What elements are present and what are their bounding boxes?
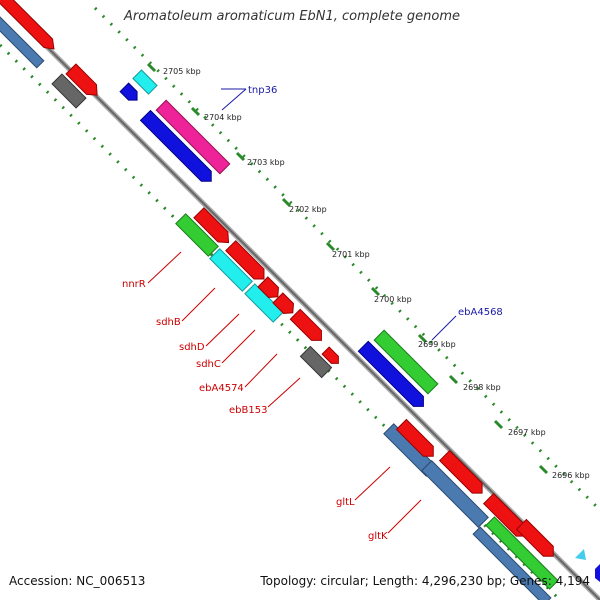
- gene-steel[interactable]: [472, 526, 552, 600]
- label-leaders: [147, 88, 457, 534]
- tick-label-2703: 2703 kbp: [247, 158, 285, 167]
- gene-steel[interactable]: [421, 460, 489, 528]
- tick-label-2700: 2700 kbp: [374, 295, 412, 304]
- gene-green[interactable]: [485, 516, 559, 590]
- tick-label-2698: 2698 kbp: [463, 383, 501, 392]
- gene-red[interactable]: [321, 346, 342, 367]
- gene-blue[interactable]: [595, 564, 600, 582]
- gene-label-sdhB: sdhB: [156, 317, 181, 328]
- gene-magenta[interactable]: [155, 99, 231, 175]
- gene-label-ebA4568: ebA4568: [458, 307, 503, 318]
- gene-cyan[interactable]: [209, 248, 253, 292]
- gene-red[interactable]: [482, 492, 531, 541]
- tick-label-2699: 2699 kbp: [418, 340, 456, 349]
- gene-green[interactable]: [175, 213, 219, 257]
- gene-gray[interactable]: [51, 73, 87, 109]
- gene-steel[interactable]: [0, 3, 45, 69]
- gene-green[interactable]: [373, 329, 439, 395]
- gene-red[interactable]: [438, 449, 487, 498]
- tick-labels: 2705 kbp 2704 kbp 2703 kbp 2702 kbp 2701…: [163, 67, 590, 480]
- gene-label-gltK: gltK: [368, 531, 388, 542]
- tick-label-2702: 2702 kbp: [289, 205, 327, 214]
- gene-gray[interactable]: [299, 345, 333, 379]
- gene-cyan[interactable]: [132, 69, 158, 95]
- gene-red[interactable]: [515, 518, 558, 561]
- tick-label-2705: 2705 kbp: [163, 67, 201, 76]
- gene-label-tnp36: tnp36: [248, 85, 277, 96]
- major-ticks: [146, 62, 549, 475]
- gene-blue[interactable]: [357, 340, 428, 411]
- gene-red[interactable]: [395, 418, 438, 461]
- gene-label-sdhC: sdhC: [196, 359, 221, 370]
- gene-label-ebB153: ebB153: [229, 405, 267, 416]
- gene-red[interactable]: [225, 240, 269, 284]
- map-title: Aromatoleum aromaticum EbN1, complete ge…: [124, 9, 460, 24]
- gene-red[interactable]: [0, 0, 58, 53]
- gene-red[interactable]: [272, 292, 298, 318]
- gene-blue[interactable]: [119, 82, 141, 104]
- gene-red[interactable]: [65, 63, 102, 100]
- gene-label-gltL: gltL: [336, 497, 355, 508]
- tick-label-2697: 2697 kbp: [508, 428, 546, 437]
- gene-blue[interactable]: [139, 109, 217, 187]
- topology-label: Topology: circular; Length: 4,296,230 bp…: [260, 574, 590, 588]
- gene-red[interactable]: [257, 276, 283, 302]
- gene-labels: tnp36 ebA4568 nnrR sdhB sdhD sdhC ebA457…: [122, 85, 503, 542]
- gene-light-blue[interactable]: [575, 549, 586, 560]
- gene-label-sdhD: sdhD: [179, 342, 205, 353]
- tick-label-2701: 2701 kbp: [332, 250, 370, 259]
- gene-label-nnrR: nnrR: [122, 279, 146, 290]
- gene-red[interactable]: [289, 308, 326, 345]
- gene-red[interactable]: [193, 207, 234, 248]
- gene-label-ebA4574: ebA4574: [199, 383, 244, 394]
- tick-label-2704: 2704 kbp: [204, 113, 242, 122]
- tick-label-2696: 2696 kbp: [552, 471, 590, 480]
- accession-label: Accession: NC_006513: [9, 574, 146, 588]
- gene-cyan[interactable]: [244, 283, 284, 323]
